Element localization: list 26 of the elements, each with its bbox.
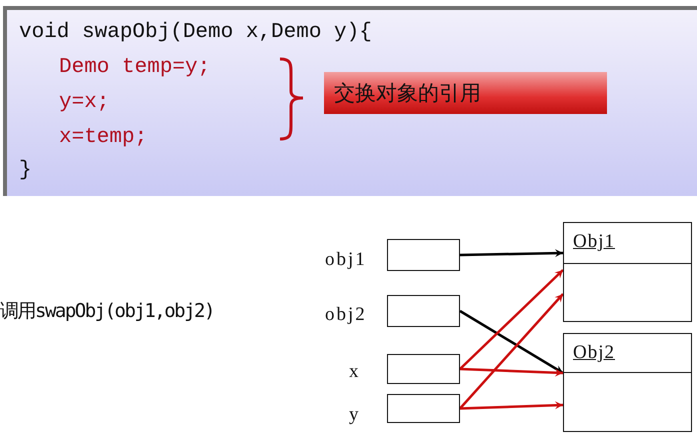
call-text: 调用swapObj(obj1,obj2) [0, 299, 214, 324]
variable-label: y [349, 404, 360, 426]
variable-box [387, 239, 460, 271]
variable-box [387, 295, 460, 327]
object-title: Obj2 [573, 342, 615, 364]
arrow [460, 368, 564, 377]
code-line: void swapObj(Demo x,Demo y){ [19, 20, 372, 46]
arrow [460, 249, 564, 258]
variable-label: x [349, 361, 360, 383]
arrow [459, 293, 564, 410]
callout-box: 交换对象的引用 [324, 72, 607, 114]
object-box [563, 222, 692, 322]
object-title: Obj1 [573, 231, 615, 253]
object-box [563, 333, 692, 432]
code-panel [3, 6, 697, 196]
variable-box [387, 394, 460, 423]
arrow [459, 269, 564, 370]
code-line: } [19, 158, 32, 184]
arrow [459, 310, 564, 374]
code-line: x=temp; [59, 125, 148, 151]
variable-label: obj1 [325, 249, 367, 271]
variable-box [387, 354, 460, 384]
code-line: Demo temp=y; [59, 55, 210, 81]
variable-label: obj2 [325, 304, 367, 326]
code-line: y=x; [59, 90, 110, 116]
arrow [460, 401, 564, 410]
